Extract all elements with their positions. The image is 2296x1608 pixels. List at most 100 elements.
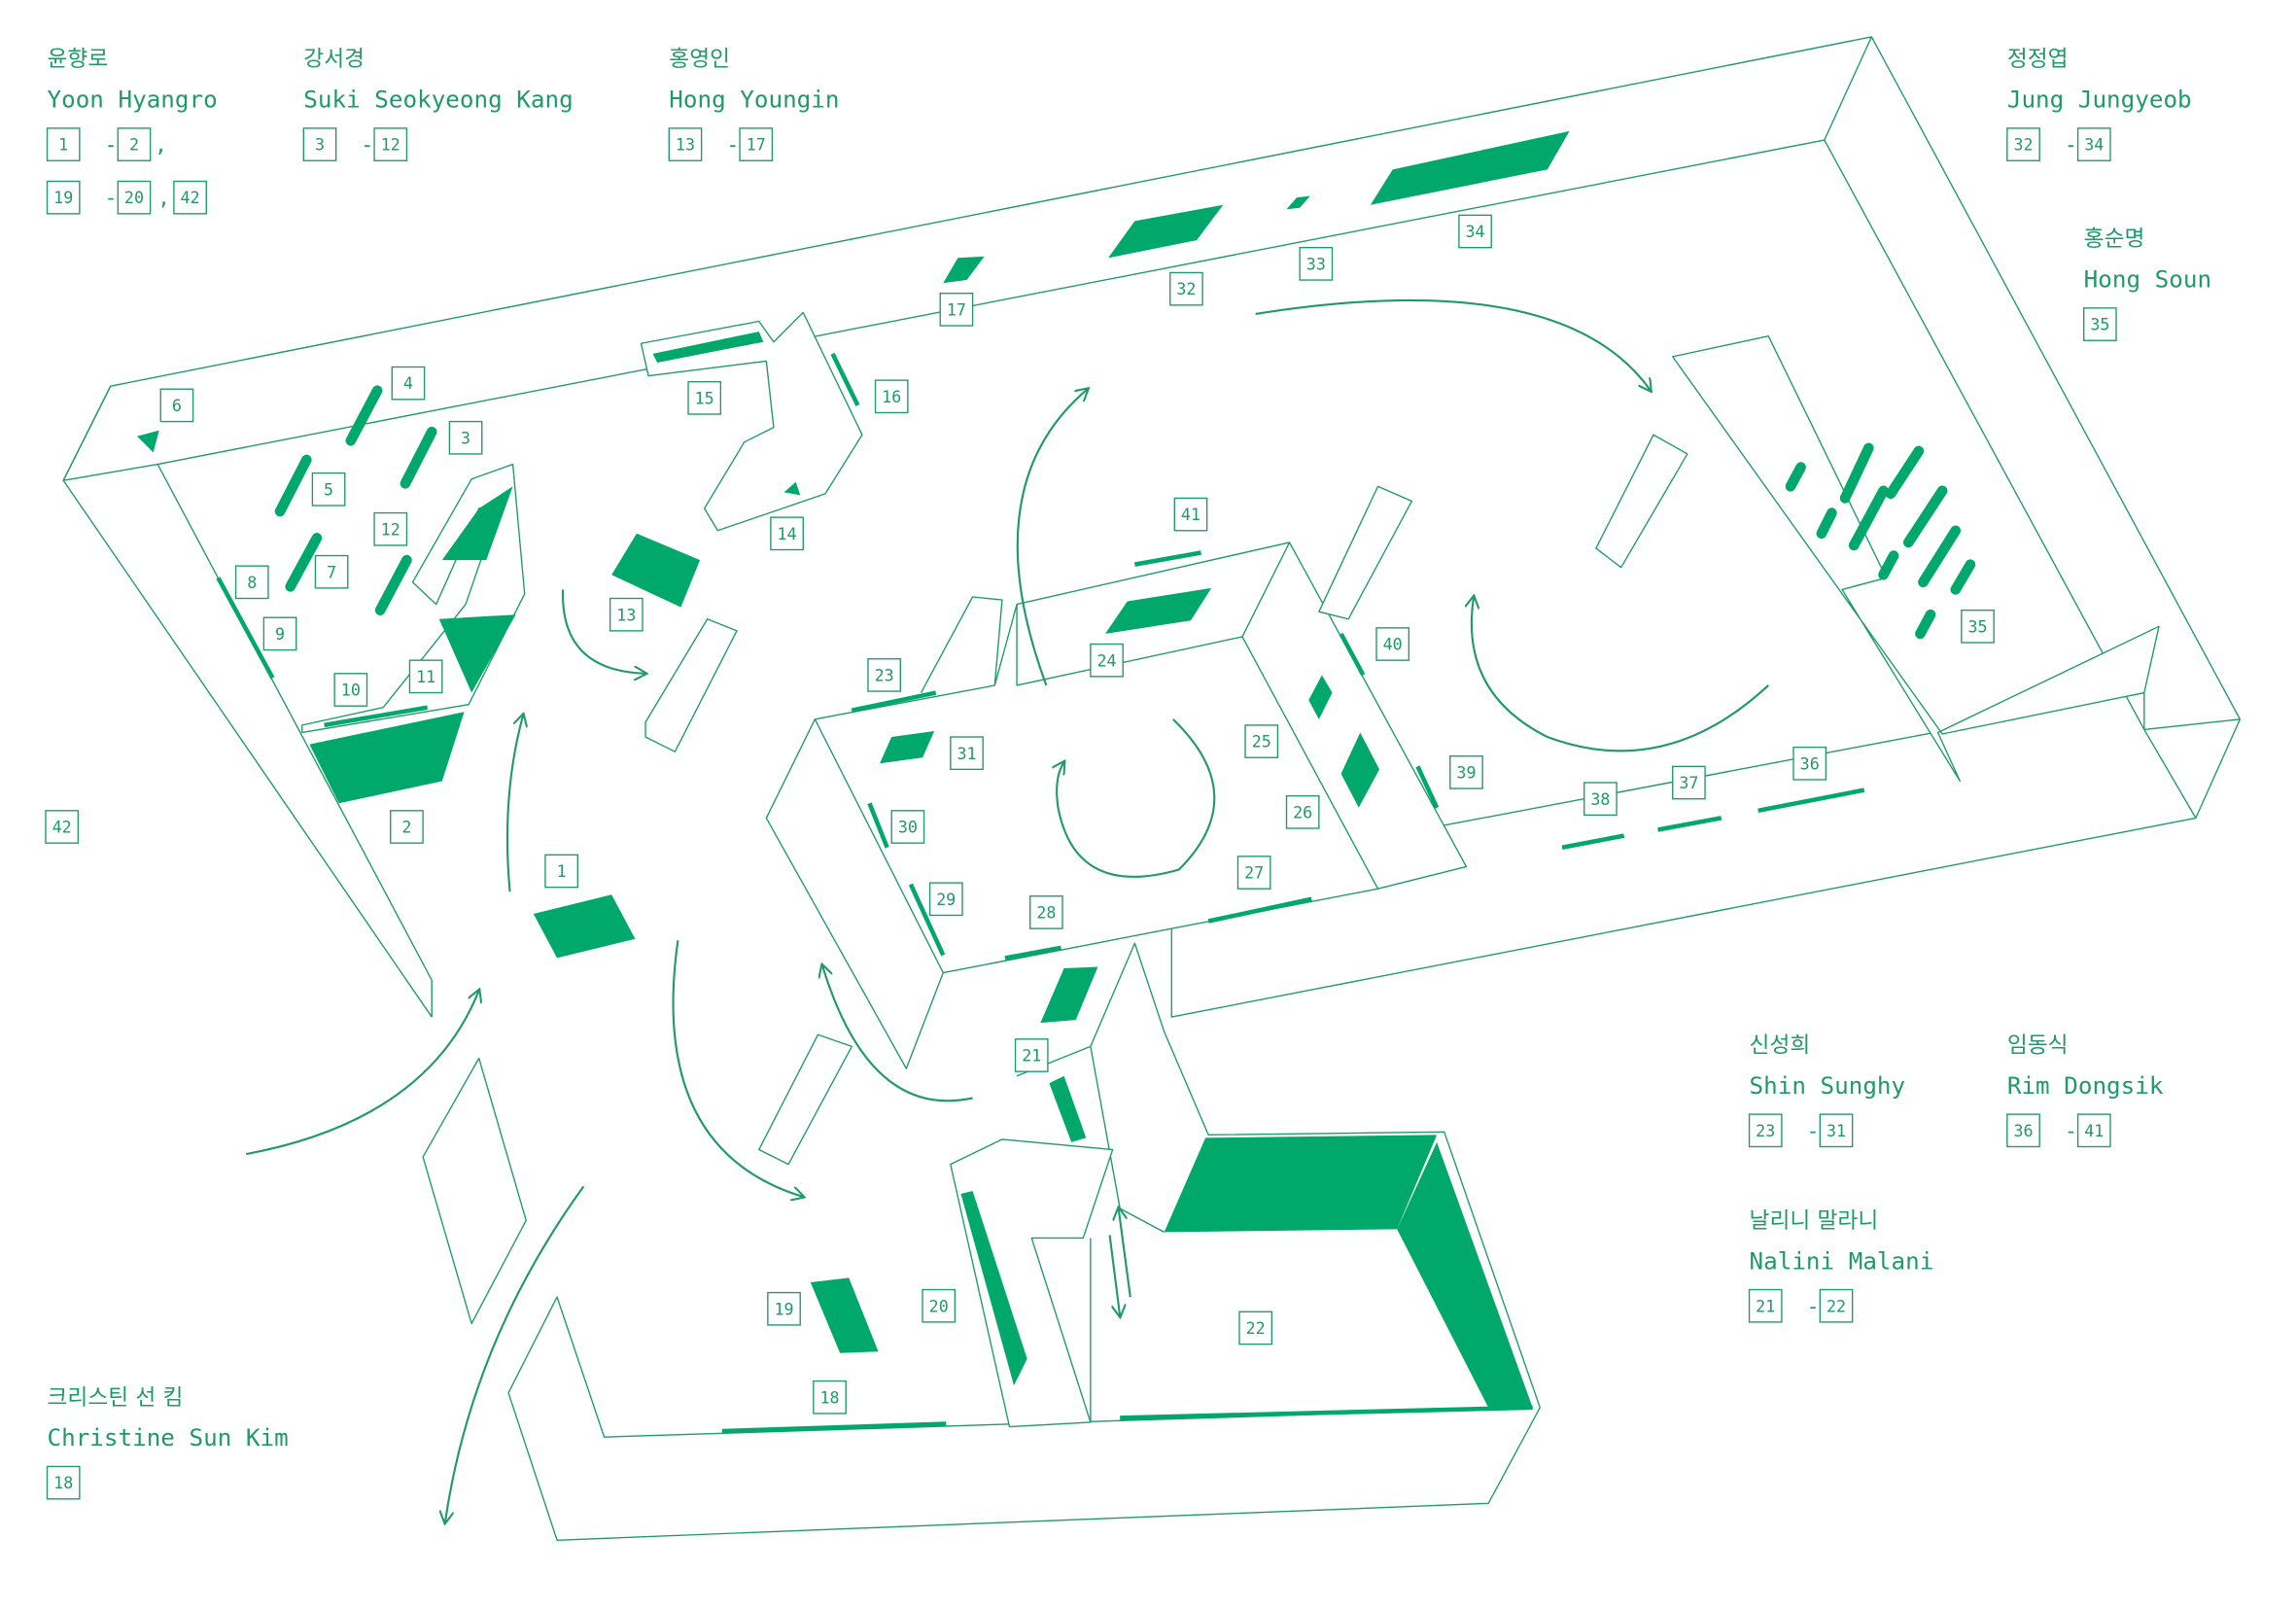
artist-name-english: Jung Jungyeob [2007,86,2192,114]
marker-box [333,673,368,707]
marker-number: 4 [403,374,413,393]
artworks [136,130,1976,1434]
marker-box [1449,755,1483,789]
work-13 [611,533,701,608]
artwork-marker: 40 [1375,627,1410,661]
marker-number: 17 [947,300,966,319]
artwork-marker: 41 [1173,497,1208,532]
marker-number: 42 [181,189,200,207]
artwork-marker: 2 [390,810,424,844]
marker-box [117,127,152,161]
artist-name-english: Hong Youngin [669,86,839,114]
artwork-marker: 22 [1238,1311,1273,1346]
marker-number: 19 [53,189,73,207]
marker-box [2006,1113,2040,1148]
marker-number: 26 [1293,803,1312,821]
marker-number: 9 [275,625,285,644]
marker-box [928,882,963,917]
work-33 [1286,195,1310,210]
two-way-arrow [1119,1208,1131,1298]
marker-number: 32 [2013,136,2033,155]
marker-number: 17 [747,136,766,155]
flow-arrow [505,715,523,892]
marker-number: 3 [315,136,325,155]
outer-wall-edge [62,385,433,1018]
work-2 [309,712,465,804]
marker-box [45,810,80,844]
marker-number: 6 [172,397,182,415]
marker-box [1090,643,1124,678]
marker-number: 39 [1456,763,1476,782]
visitor-flow-arrows [245,298,1769,1522]
marker-box [1792,746,1827,781]
range-separator: - [361,133,373,157]
artist-name-korean: 윤향로 [48,47,109,72]
artist-name-korean: 정정엽 [2007,47,2069,72]
marker-number: 30 [898,819,918,837]
marker-number: 22 [1826,1297,1846,1315]
legend-marker: 23 [1748,1113,1783,1148]
marker-box [950,736,984,771]
marker-box [314,554,349,589]
marker-number: 38 [1590,790,1610,809]
pillar-13 [644,618,738,752]
marker-box [159,388,194,423]
range-separator: - [1807,1295,1820,1319]
marker-box [373,127,408,161]
artwork-marker: 15 [687,380,722,415]
marker-number: 27 [1244,864,1264,883]
artwork-marker: 5 [311,472,346,507]
marker-box [1819,1288,1854,1323]
legend-marker: 34 [2076,127,2111,161]
marker-box [117,180,152,215]
range-separator: - [2065,1119,2077,1143]
work-14 [783,481,801,496]
list-separator: , [157,187,170,211]
marker-box [373,511,408,546]
artwork-marker: 20 [922,1288,957,1323]
marker-box [1169,271,1203,306]
work-1 [533,894,636,959]
pillar-south [758,1033,852,1166]
work-21 [1040,966,1098,1024]
marker-number: 1 [557,862,567,881]
marker-number: 13 [616,606,636,624]
marker-box [46,1465,81,1500]
artwork-marker: 33 [1299,247,1334,281]
marker-box [813,1380,847,1415]
marker-box [46,127,81,161]
flow-arrow [672,940,804,1197]
artwork-marker: 42 [45,810,80,844]
marker-number: 15 [695,389,714,407]
legend-marker: 42 [173,180,207,215]
marker-box [1672,765,1706,800]
artist-name-korean: 날리니 말라니 [1750,1208,1879,1234]
legend-marker: 36 [2006,1113,2040,1148]
legend-marker: 31 [1819,1113,1854,1148]
marker-box [1375,627,1410,661]
range-separator: - [1807,1119,1820,1143]
marker-number: 40 [1383,636,1403,654]
marker-number: 1 [58,136,68,155]
marker-number: 28 [1036,903,1056,922]
artist-name-english: Nalini Malani [1750,1246,1934,1275]
marker-box [874,379,909,414]
pillar-east [1595,434,1688,569]
marker-number: 2 [401,819,411,837]
marker-number: 29 [936,891,956,909]
marker-box [1236,856,1271,890]
marker-number: 34 [2084,136,2104,155]
work-6 [136,430,159,453]
marker-number: 32 [1176,280,1196,298]
marker-number: 18 [820,1388,840,1407]
range-separator: - [726,133,739,157]
artwork-marker: 13 [609,597,644,632]
marker-number: 31 [1826,1122,1846,1140]
work-31 [880,730,935,764]
artwork-marker: 32 [1169,271,1203,306]
marker-box [1748,1113,1783,1148]
marker-box [302,127,337,161]
